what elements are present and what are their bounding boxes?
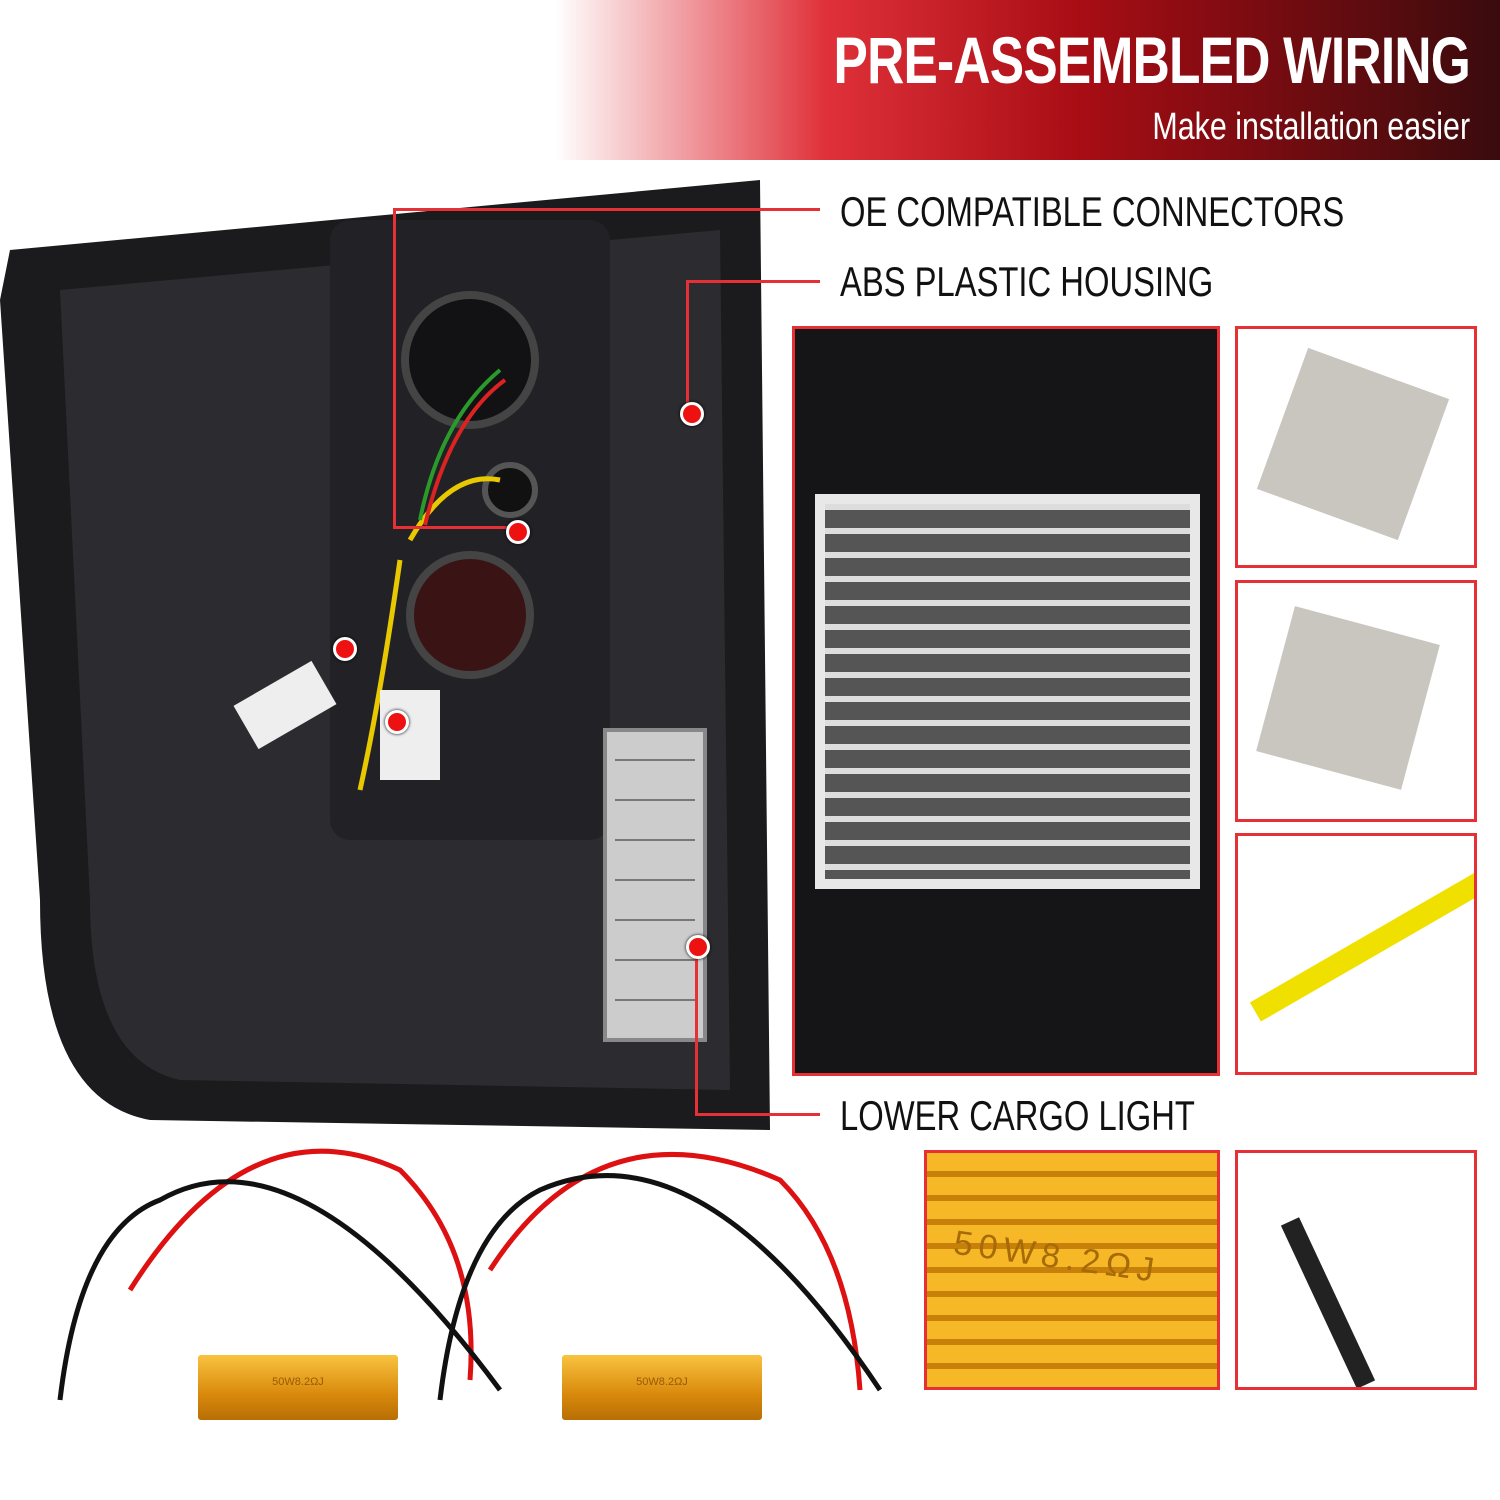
splice-connector-closeup <box>1235 833 1477 1075</box>
callout-connectors: OE COMPATIBLE CONNECTORS <box>840 188 1345 235</box>
cargo-line <box>695 945 698 1115</box>
connector-line <box>393 208 396 528</box>
marker-dot <box>333 637 357 661</box>
callout-cargo-light: LOWER CARGO LIGHT <box>840 1092 1195 1139</box>
resistor-right: 50W8.2ΩJ <box>562 1355 762 1420</box>
page-subtitle: Make installation easier <box>1152 106 1470 148</box>
resistor-marking: 50W8.2ΩJ <box>272 1376 324 1388</box>
resistor-left: 50W8.2ΩJ <box>198 1355 398 1420</box>
marker-dot <box>686 935 710 959</box>
page-title: PRE-ASSEMBLED WIRING <box>833 23 1470 97</box>
marker-dot <box>506 520 530 544</box>
resistor-marking: 50W8.2ΩJ <box>636 1376 688 1388</box>
spade-terminal-closeup <box>1235 1150 1477 1390</box>
cargo-line <box>695 1113 820 1116</box>
marker-dot <box>385 710 409 734</box>
housing-line <box>686 280 820 283</box>
cargo-lens <box>815 494 1200 889</box>
cargo-light-closeup <box>792 326 1220 1076</box>
housing-line <box>686 280 689 410</box>
connector-closeup-2 <box>1235 580 1477 822</box>
header-banner: PRE-ASSEMBLED WIRING Make installation e… <box>0 0 1500 160</box>
resistor-closeup: 50W8.2ΩJ <box>924 1150 1220 1390</box>
connector-line <box>393 526 518 529</box>
callout-housing: ABS PLASTIC HOUSING <box>840 258 1214 305</box>
connector-line <box>393 208 820 211</box>
marker-dot <box>680 402 704 426</box>
connector-closeup-1 <box>1235 326 1477 568</box>
